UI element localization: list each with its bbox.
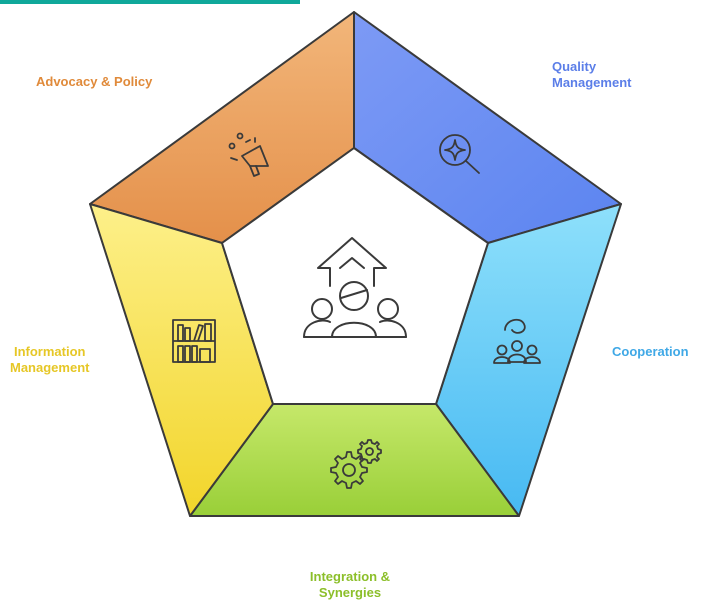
gears-icon bbox=[330, 439, 382, 489]
label-information-management: Information Management bbox=[10, 344, 90, 375]
label-integration-synergies: Integration & Synergies bbox=[309, 569, 391, 600]
top-accent-bar bbox=[0, 0, 300, 4]
bookshelf-icon bbox=[172, 319, 216, 363]
label-cooperation: Cooperation bbox=[612, 344, 689, 359]
label-advocacy-policy: Advocacy & Policy bbox=[36, 74, 153, 89]
label-quality-management: Quality Management bbox=[552, 59, 632, 90]
center-pentagon bbox=[221, 147, 489, 405]
megaphone-icon bbox=[228, 132, 269, 177]
team-growth-icon bbox=[303, 237, 407, 338]
magnifier-sparkle-icon bbox=[439, 134, 480, 174]
people-handshake-icon bbox=[493, 318, 541, 364]
